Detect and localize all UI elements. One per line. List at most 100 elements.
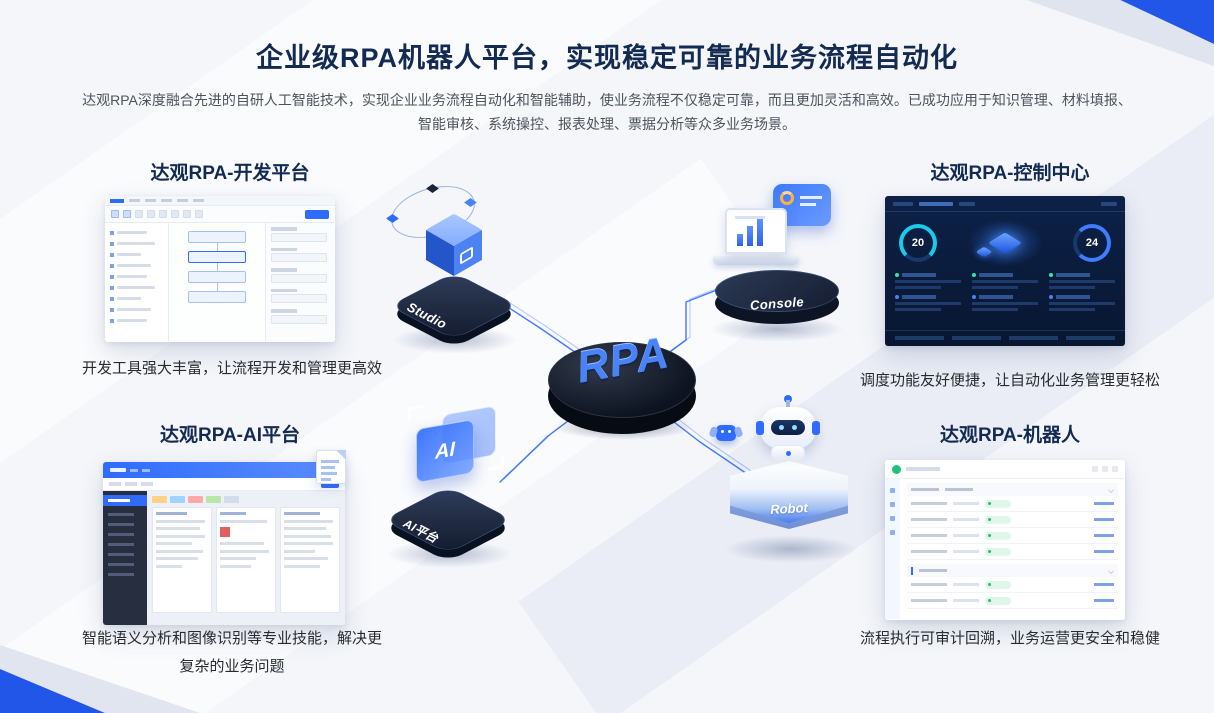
ai-action-button — [321, 480, 339, 488]
property-row — [271, 268, 330, 283]
bracket-corner-icon — [488, 454, 504, 472]
table-row — [907, 593, 1118, 609]
chevron-down-icon — [1108, 486, 1114, 493]
ai-panel-label: AI — [435, 437, 455, 464]
sidebar-item — [103, 549, 147, 559]
studio-cube-icon — [425, 213, 483, 306]
status-badge — [985, 499, 1011, 508]
table-row — [907, 528, 1118, 544]
tree-item — [110, 315, 163, 326]
ai-label-chips — [152, 496, 340, 503]
tree-item — [110, 249, 163, 260]
ai-toolbar — [103, 478, 345, 491]
robot-illustration: Robot — [708, 395, 873, 580]
sidebar-item — [103, 509, 147, 519]
ai-platform-caption: 智能语义分析和图像识别等专业技能，解决更 复杂的业务问题 — [62, 625, 402, 681]
dev-platform-caption: 开发工具强大丰富，让流程开发和管理更高效 — [81, 360, 382, 377]
dev-properties-panel — [265, 223, 335, 341]
tree-item — [110, 271, 163, 282]
property-row — [271, 227, 330, 242]
robot-title: 达观RPA-机器人 — [939, 425, 1081, 446]
table-row — [907, 496, 1118, 512]
gauge-right-icon: 24 — [1073, 224, 1111, 262]
page-subtitle: 达观RPA深度融合先进的自研人工智能技术，实现企业业务流程自动化和智能辅助，使业… — [7, 88, 1207, 136]
stat-cell — [1049, 295, 1115, 311]
gauge-left-icon: 20 — [899, 224, 937, 262]
ctrl-stat-row — [885, 270, 1125, 292]
flow-node — [188, 231, 246, 243]
ai-caption-line-1: 智能语义分析和图像识别等专业技能，解决更 — [81, 630, 382, 647]
subtitle-line-2: 智能审核、系统操控、报表处理、票据分析等众多业务场景。 — [418, 116, 796, 132]
control-center-caption: 调度功能友好便捷，让自动化业务管理更轻松 — [859, 372, 1160, 389]
studio-illustration: Studio — [385, 177, 538, 358]
dev-menubar — [105, 196, 335, 206]
table-row — [907, 544, 1118, 560]
page-title: 企业级RPA机器人平台，实现稳定可靠的业务流程自动化 — [255, 43, 958, 73]
tree-item — [110, 238, 163, 249]
ai-doc-card — [280, 507, 340, 613]
sidebar-item — [103, 519, 147, 529]
table-row — [907, 512, 1118, 528]
ai-illustration: AI AI平台 — [382, 398, 538, 578]
ctrl-footer-row — [885, 330, 1125, 346]
console-laptop-icon — [713, 208, 799, 265]
sidebar-item-active — [103, 495, 147, 506]
status-badge — [985, 531, 1011, 540]
ai-doc-card — [152, 507, 212, 613]
property-row — [271, 247, 330, 262]
ai-caption-line-2: 复杂的业务问题 — [179, 658, 285, 675]
robot-app-logo-icon — [892, 464, 901, 474]
status-badge — [985, 596, 1011, 605]
donut-chart-icon — [780, 191, 794, 205]
tree-item — [110, 227, 163, 238]
tree-item — [110, 293, 163, 304]
tree-item — [110, 304, 163, 315]
ctrl-header — [885, 196, 1125, 212]
ai-sidebar — [103, 491, 147, 625]
property-row — [271, 309, 330, 324]
flow-node — [188, 291, 246, 303]
sidebar-item — [103, 529, 147, 539]
gauge-left-value: 20 — [911, 237, 925, 249]
control-center-title: 达观RPA-控制中心 — [930, 163, 1090, 184]
status-badge — [985, 580, 1011, 589]
seal-mark-icon — [220, 527, 230, 537]
ctrl-hero-row: 20 24 — [885, 212, 1125, 270]
ai-glass-panel-icon: AI — [416, 418, 474, 484]
control-center-screenshot: 20 24 — [885, 196, 1125, 346]
robot-icon — [756, 395, 820, 461]
robot-client-screenshot — [885, 460, 1125, 620]
stat-cell — [972, 273, 1038, 289]
list-section-header — [907, 564, 1118, 577]
ai-titlebar — [103, 462, 345, 478]
platform-shadow — [724, 535, 858, 563]
window-controls — [1092, 466, 1118, 472]
stat-cell — [895, 295, 961, 311]
document-page-icon — [316, 450, 346, 484]
dev-activity-tree-panel — [105, 223, 169, 341]
flow-node — [188, 271, 246, 283]
rob-task-list — [900, 479, 1125, 619]
run-button — [305, 209, 329, 219]
robot-caption: 流程执行可审计回溯，业务运营更安全和稳健 — [859, 630, 1160, 647]
rob-nav-rail — [885, 479, 900, 619]
sidebar-item — [103, 569, 147, 579]
ai-platform-screenshot — [103, 462, 345, 625]
table-row — [907, 577, 1118, 593]
subtitle-line-1: 达观RPA深度融合先进的自研人工智能技术，实现企业业务流程自动化和智能辅助，使业… — [82, 92, 1132, 108]
stat-cell — [1049, 273, 1115, 289]
status-badge — [985, 547, 1011, 556]
dev-flow-canvas — [169, 223, 265, 341]
dashboard-3d-icon — [966, 218, 1044, 268]
dev-platform-title: 达观RPA-开发平台 — [150, 163, 310, 184]
console-platform — [715, 270, 839, 312]
stat-cell — [972, 295, 1038, 311]
ctrl-stat-row — [885, 292, 1125, 314]
dev-platform-screenshot — [105, 196, 335, 342]
bracket-corner-icon — [408, 404, 424, 422]
flow-node-selected — [188, 251, 246, 263]
stat-cell — [895, 273, 961, 289]
dev-toolbar — [105, 206, 335, 223]
ai-platform-title: 达观RPA-AI平台 — [159, 425, 301, 446]
